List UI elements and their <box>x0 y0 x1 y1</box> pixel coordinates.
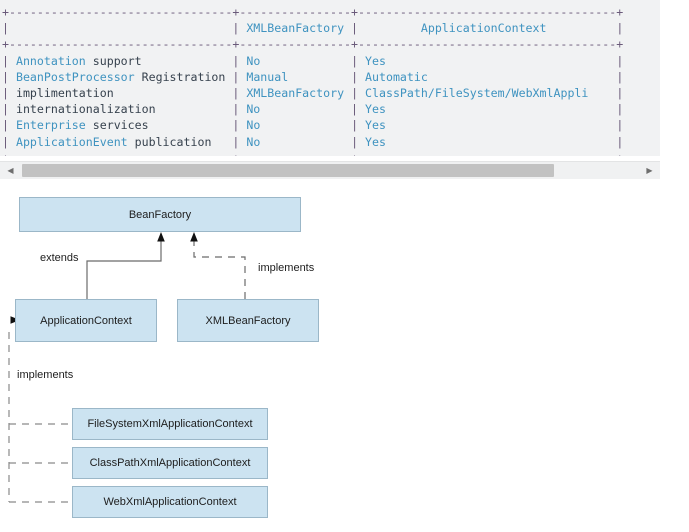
connector-label-extends: extends <box>40 252 79 264</box>
uml-box-label: ApplicationContext <box>40 314 132 327</box>
diagram-connectors <box>8 232 246 503</box>
cell-ac: Yes <box>365 118 386 133</box>
cell-xbf: XMLBeanFactory <box>246 86 345 101</box>
ascii-table-text: +--------------------------------+------… <box>0 4 623 156</box>
connector-implements-subclasses <box>8 332 72 503</box>
header-cell-xmlbeanfactory: XMLBeanFactory <box>246 21 345 36</box>
connector-implements-xmlbeanfactory <box>193 238 246 299</box>
cell-ac: Automatic <box>365 69 428 84</box>
header-cell-applicationcontext: ApplicationContext <box>420 21 547 36</box>
cell-feature-rest: implimentation <box>15 86 114 101</box>
cell-ac: Yes <box>365 53 386 68</box>
cell-xbf: No <box>246 134 261 149</box>
cell-feature-rest: Registration <box>141 69 226 84</box>
uml-box-label: FileSystemXmlApplicationContext <box>87 418 253 430</box>
uml-box-label: BeanFactory <box>128 208 192 221</box>
uml-box-label: XMLBeanFactory <box>205 314 291 327</box>
arrowhead-implements-xmlbeanfactory <box>190 232 198 242</box>
uml-box-webxmlapplicationcontext[interactable]: WebXmlApplicationContext <box>72 486 268 518</box>
cell-xbf: No <box>246 118 261 133</box>
table-rule-bottom: +--------------------------------+------… <box>2 151 623 156</box>
connector-label-implements-right: implements <box>258 262 315 274</box>
cell-feature-keyword: BeanPostProcessor <box>15 69 135 84</box>
cell-ac: ClassPath/FileSystem/WebXmlAppli <box>365 86 589 101</box>
uml-box-beanfactory[interactable]: BeanFactory <box>19 197 301 232</box>
cell-xbf: No <box>246 53 261 68</box>
cell-feature-keyword: Enterprise <box>15 118 86 133</box>
scroll-right-arrow-icon[interactable]: ▶ <box>646 165 653 175</box>
cell-feature-keyword: ApplicationEvent <box>15 134 128 149</box>
cell-xbf: Manual <box>246 69 289 84</box>
horizontal-scrollbar[interactable]: ◀ ▶ <box>0 161 660 179</box>
uml-box-label: WebXmlApplicationContext <box>103 496 237 508</box>
table-rule-header: +--------------------------------+------… <box>2 37 624 52</box>
cell-ac: Yes <box>365 134 386 149</box>
cell-xbf: No <box>246 102 261 117</box>
table-rule-top: +--------------------------------+------… <box>2 5 624 19</box>
connector-label-implements-left: implements <box>17 369 74 381</box>
cell-feature-keyword: Annotation <box>15 53 86 68</box>
uml-box-applicationcontext[interactable]: ApplicationContext <box>15 299 157 342</box>
scrollbar-thumb[interactable] <box>22 164 554 177</box>
uml-box-label: ClassPathXmlApplicationContext <box>89 457 251 469</box>
cell-ac: Yes <box>365 102 386 117</box>
scroll-left-arrow-icon[interactable]: ◀ <box>7 165 14 175</box>
uml-box-xmlbeanfactory[interactable]: XMLBeanFactory <box>177 299 319 342</box>
uml-box-classpathxmlapplicationcontext[interactable]: ClassPathXmlApplicationContext <box>72 447 268 479</box>
cell-feature-rest: services <box>92 118 149 133</box>
cell-feature-rest: internationalization <box>15 102 156 117</box>
cell-feature-rest: support <box>92 53 142 68</box>
uml-box-filesystemxmlapplicationcontext[interactable]: FileSystemXmlApplicationContext <box>72 408 268 440</box>
connector-extends <box>86 238 162 299</box>
uml-class-diagram: BeanFactory ApplicationContext XMLBeanFa… <box>0 186 689 532</box>
arrowhead-extends <box>157 232 165 242</box>
code-block-ascii-table: +--------------------------------+------… <box>0 0 660 156</box>
cell-feature-rest: publication <box>134 134 212 149</box>
